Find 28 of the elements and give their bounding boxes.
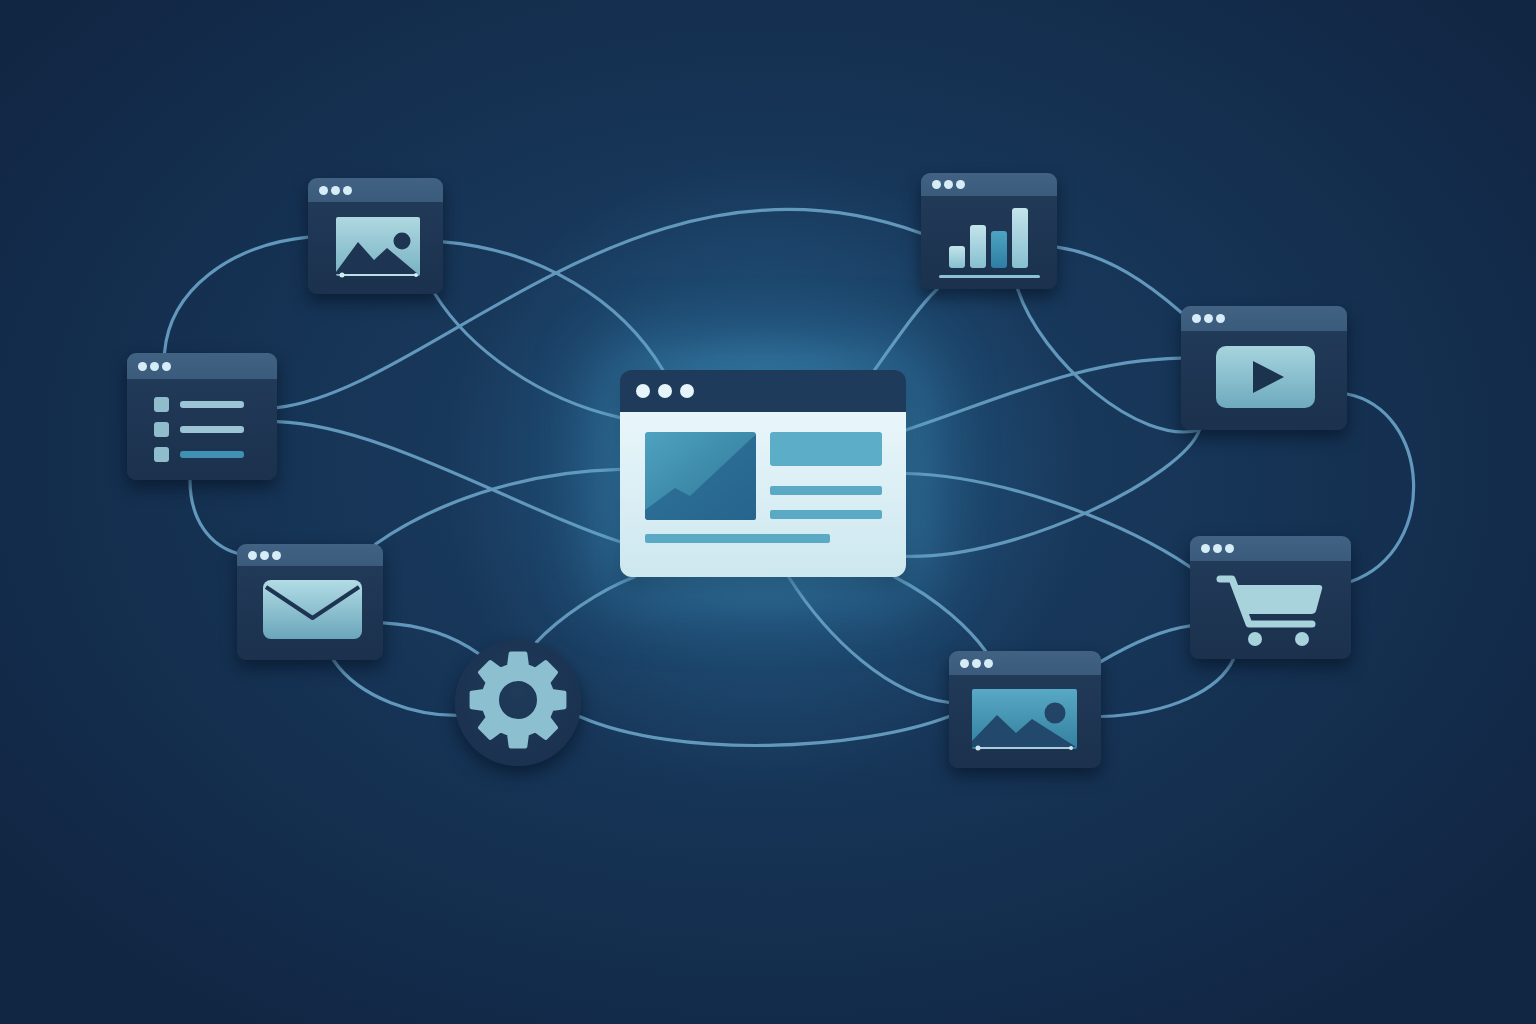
connector-line xyxy=(433,292,622,420)
main-browser-window xyxy=(620,370,906,577)
connector-line xyxy=(275,207,923,410)
connector-line xyxy=(904,356,1183,432)
connector-line xyxy=(374,467,622,546)
connector-line xyxy=(188,478,239,555)
connector-line xyxy=(275,420,622,544)
browser-window xyxy=(127,353,277,480)
connector-line xyxy=(1345,392,1416,584)
browser-window xyxy=(1190,536,1351,659)
connector-line xyxy=(1099,624,1192,664)
browser-window xyxy=(921,173,1057,289)
browser-window xyxy=(1181,306,1347,430)
connector-line xyxy=(331,658,458,717)
connector-line xyxy=(872,287,939,372)
browser-window xyxy=(308,178,443,294)
connector-line xyxy=(534,575,636,645)
browser-window xyxy=(949,651,1101,768)
browser-window xyxy=(237,544,383,660)
connector-line xyxy=(441,240,665,372)
connector-line xyxy=(381,621,481,656)
connector-line xyxy=(893,575,988,653)
connector-line xyxy=(787,575,951,705)
connector-line xyxy=(1099,657,1236,719)
connector-line xyxy=(1055,245,1183,314)
connector-line xyxy=(904,471,1192,569)
connector-line xyxy=(162,235,310,355)
connector-line xyxy=(904,428,1201,558)
